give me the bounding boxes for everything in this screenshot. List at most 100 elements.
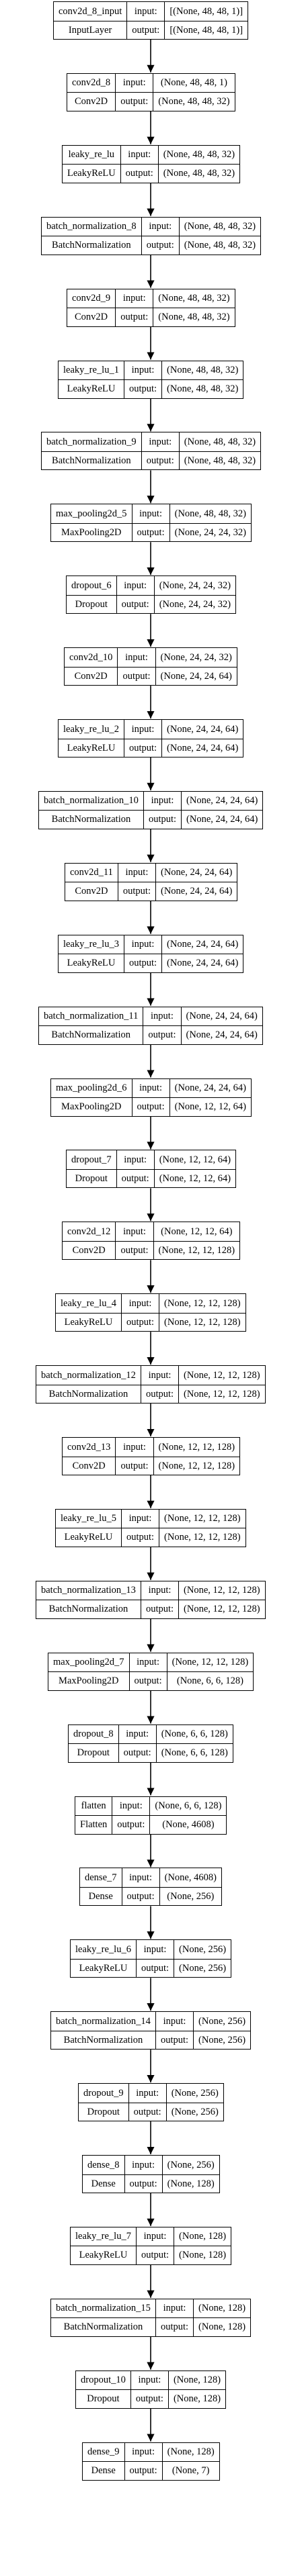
- output-label: output:: [116, 594, 154, 614]
- output-label: output:: [130, 2389, 168, 2408]
- output-label: output:: [116, 1168, 154, 1188]
- io-label-column: input:output:: [127, 2, 165, 39]
- io-shape-column: (None, 6, 6, 128)(None, 4608): [150, 1797, 227, 1834]
- layer-name: leaky_re_lu: [68, 149, 115, 160]
- input-label: input:: [125, 651, 148, 663]
- output-label: output:: [116, 308, 153, 326]
- layer-name: leaky_re_lu_3: [63, 939, 119, 950]
- output-shape: (None, 6, 6, 128): [156, 1743, 233, 1762]
- io-shape-column: (None, 24, 24, 32)(None, 24, 24, 32): [154, 576, 236, 613]
- layer-type: Conv2D: [65, 666, 118, 686]
- output-label: output:: [116, 92, 153, 111]
- input-shape: (None, 6, 6, 128): [155, 1800, 222, 1811]
- io-label-column: input:output:: [143, 791, 182, 829]
- output-shape: (None, 128): [168, 2389, 226, 2408]
- layer-type: BatchNormalization: [39, 1025, 143, 1044]
- input-shape: (None, 12, 12, 128): [164, 1297, 241, 1309]
- input-label: input:: [129, 1872, 152, 1883]
- io-label-column: input:output:: [136, 2227, 175, 2264]
- layer-name: conv2d_11: [70, 867, 113, 878]
- output-label: output:: [121, 1312, 159, 1332]
- output-shape: (None, 128): [174, 2246, 231, 2264]
- layer-name: batch_normalization_10: [44, 795, 139, 807]
- output-shape: (None, 12, 12, 64): [169, 1097, 251, 1116]
- layer-type: BatchNormalization: [42, 236, 141, 255]
- layer-type: Dense: [80, 1886, 122, 1906]
- layer-type: Dropout: [79, 2102, 128, 2121]
- io-shape-column: (None, 12, 12, 128)(None, 6, 6, 128): [167, 1653, 254, 1690]
- output-shape: (None, 12, 12, 64): [154, 1168, 236, 1188]
- layer-type: Dropout: [69, 1743, 118, 1762]
- io-shape-column: (None, 24, 24, 64)(None, 24, 24, 64): [181, 1007, 262, 1044]
- io-label-column: input:output:: [116, 1222, 154, 1260]
- layer-type: MaxPooling2D: [48, 1671, 129, 1690]
- input-shape: (None, 24, 24, 64): [167, 939, 239, 950]
- io-label-column: input:output:: [141, 1581, 180, 1618]
- layer-name: batch_normalization_8: [46, 221, 137, 232]
- output-label: output:: [124, 2174, 162, 2193]
- io-shape-column: (None, 256)(None, 256): [194, 2012, 251, 2050]
- output-label: output:: [155, 2317, 194, 2336]
- layer-name: conv2d_12: [67, 1226, 111, 1237]
- output-label: output:: [118, 1743, 156, 1762]
- layer-type: LeakyReLU: [59, 379, 124, 398]
- output-shape: (None, 24, 24, 64): [156, 882, 237, 901]
- io-label-column: input:output:: [141, 432, 180, 470]
- output-label: output:: [132, 522, 169, 542]
- input-label: input:: [137, 1657, 159, 1668]
- output-shape: (None, 12, 12, 128): [153, 1456, 240, 1475]
- io-label-column: input:output:: [128, 2084, 167, 2121]
- input-shape: (None, 48, 48, 32): [184, 436, 256, 447]
- input-label: input:: [131, 365, 155, 375]
- layer-name: max_pooling2d_5: [56, 508, 127, 519]
- io-shape-column: (None, 256)(None, 256): [166, 2084, 223, 2121]
- input-label: input:: [123, 1226, 146, 1237]
- io-shape-column: (None, 12, 12, 64)(None, 12, 12, 128): [153, 1222, 240, 1259]
- input-label: input:: [139, 508, 162, 519]
- output-shape: (None, 256): [174, 1958, 231, 1978]
- output-shape: (None, 48, 48, 32): [158, 164, 240, 183]
- layer-name: flatten: [81, 1800, 106, 1811]
- output-label: output:: [118, 666, 155, 686]
- output-shape: (None, 256): [194, 2030, 251, 2050]
- io-label-column: input:output:: [155, 2299, 194, 2336]
- layer-name: conv2d_9: [72, 293, 111, 304]
- output-label: output:: [141, 1600, 179, 1618]
- output-shape: (None, 48, 48, 32): [179, 236, 261, 255]
- io-shape-column: (None, 48, 48, 32)(None, 48, 48, 32): [162, 361, 243, 398]
- input-label: input:: [122, 293, 146, 304]
- layer-name: dropout_7: [71, 1154, 112, 1165]
- layer-name: leaky_re_lu_6: [75, 1943, 131, 1955]
- output-label: output:: [121, 1528, 159, 1547]
- io-label-column: input:output:: [118, 1724, 157, 1762]
- layer-type: Conv2D: [67, 308, 116, 326]
- layer-name: conv2d_13: [67, 1441, 111, 1453]
- layer-type: BatchNormalization: [42, 451, 141, 470]
- output-shape: [(None, 48, 48, 1)]: [165, 20, 248, 40]
- input-label: input:: [143, 2231, 167, 2242]
- output-shape: (None, 12, 12, 128): [159, 1528, 246, 1547]
- layer-type: Flatten: [75, 1815, 112, 1834]
